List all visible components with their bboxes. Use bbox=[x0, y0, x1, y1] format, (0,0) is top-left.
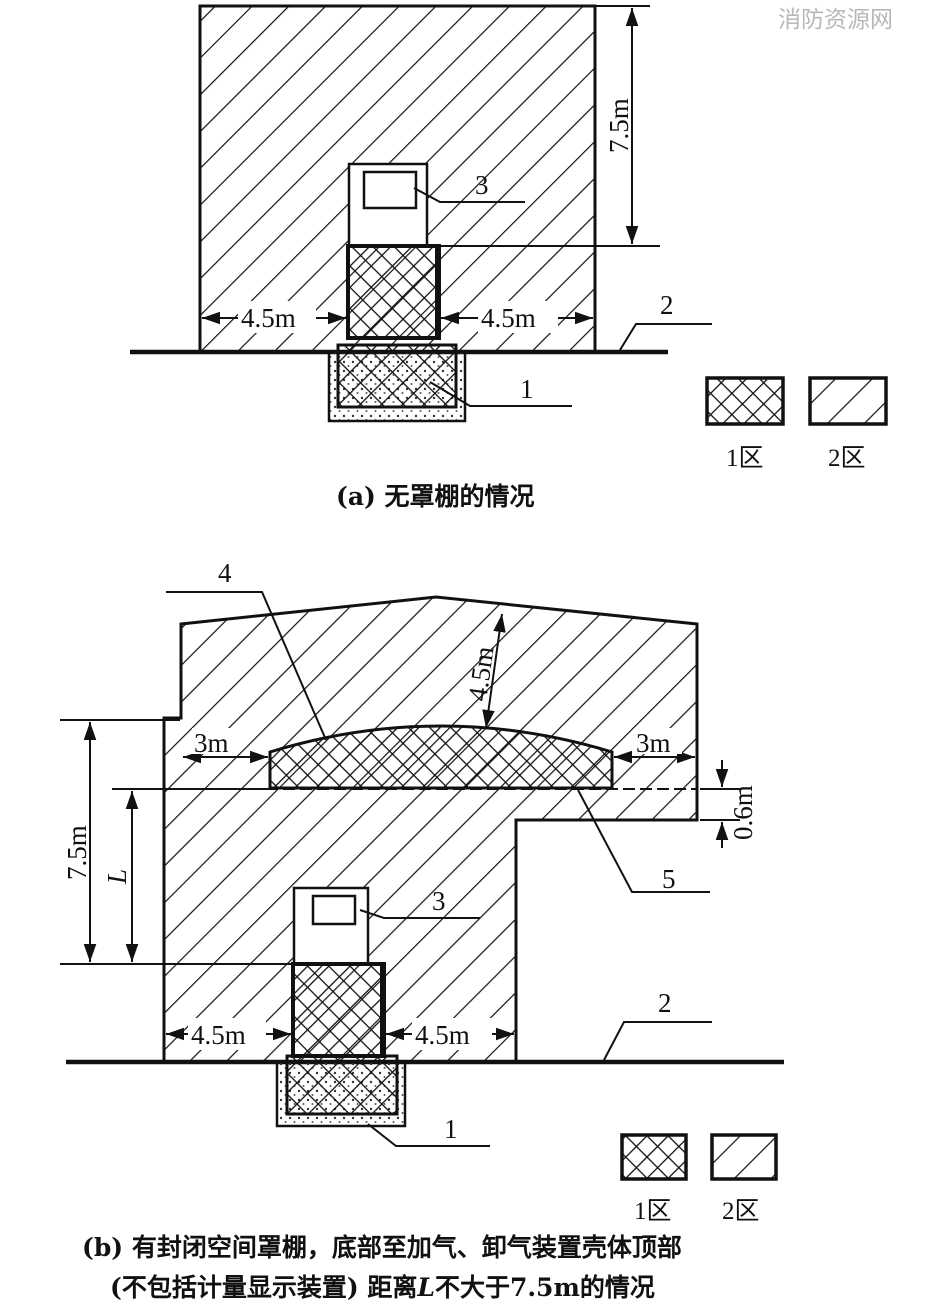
label-bg-left-a bbox=[238, 301, 316, 333]
zone1-pit-b bbox=[285, 1054, 399, 1116]
display-window-a bbox=[362, 170, 418, 210]
callout-2-b: 2 bbox=[658, 988, 672, 1018]
zone1-canopy-b bbox=[268, 724, 614, 790]
left-distance-label-a: 4.5m bbox=[241, 303, 296, 333]
leader-1-b bbox=[367, 1123, 490, 1147]
legend-a: 1区 2区 bbox=[705, 376, 888, 472]
legend-label-zone2-b: 2区 bbox=[722, 1198, 760, 1225]
legend-label-zone1-a: 1区 bbox=[726, 445, 764, 472]
leader-1-a bbox=[429, 381, 572, 407]
leader-3-b bbox=[359, 909, 480, 919]
leader-5-b bbox=[577, 789, 710, 893]
label-bg-right-b bbox=[412, 1018, 492, 1050]
callout-5-b: 5 bbox=[662, 864, 676, 894]
right-distance-label-a: 4.5m bbox=[481, 303, 536, 333]
legend-swatch-zone2-b bbox=[710, 1133, 778, 1181]
l-label-b: L bbox=[102, 869, 132, 885]
caption-b-line1: (b) 有封闭空间罩棚，底部至加气、卸气装置壳体顶部 bbox=[82, 1233, 682, 1262]
zone1-dispenser-b bbox=[291, 962, 386, 1058]
caption-a: (a) 无罩棚的情况 bbox=[336, 482, 535, 511]
legend-swatch-zone2-a bbox=[808, 376, 888, 426]
display-window-b bbox=[311, 894, 357, 926]
watermark: 消防资源网 bbox=[778, 7, 893, 33]
leader-2-a bbox=[619, 323, 712, 351]
left-distance-label-b: 4.5m bbox=[191, 1020, 246, 1050]
legend-swatch-zone1-a bbox=[705, 376, 785, 426]
legend-swatch-zone1-b bbox=[620, 1133, 688, 1181]
canopy-left-label-b: 3m bbox=[194, 728, 229, 758]
height-label-b: 7.5m bbox=[62, 825, 92, 880]
zone2-area-b bbox=[162, 595, 699, 1064]
leader-2-b bbox=[603, 1021, 712, 1061]
label-bg-right-a bbox=[478, 301, 558, 333]
legend-label-zone1-b: 1区 bbox=[634, 1198, 672, 1225]
figure-b: 4.5m 3m 3m 0.6m 7.5m L 4.5m 4.5m 4 5 bbox=[60, 558, 784, 1147]
zone1-dispenser-a bbox=[346, 244, 441, 340]
callout-3-a: 3 bbox=[475, 170, 489, 200]
gap-label-b: 0.6m bbox=[728, 785, 758, 840]
zone1-pit-a bbox=[336, 343, 458, 409]
label-bg-canopy-left-b bbox=[192, 728, 238, 754]
legend-b: 1区 2区 bbox=[620, 1133, 778, 1225]
canopy-right-label-b: 3m bbox=[636, 728, 671, 758]
label-bg-left-b bbox=[188, 1018, 266, 1050]
callout-1-a: 1 bbox=[520, 374, 534, 404]
caption-b-line2: (不包括计量显示装置) 距离L不大于7.5m的情况 bbox=[110, 1273, 655, 1302]
figure-a: 7.5m 4.5m 4.5m 3 2 1 bbox=[130, 4, 712, 423]
label-bg-canopy-right-b bbox=[634, 728, 682, 754]
leader-4-b bbox=[166, 591, 327, 741]
legend-label-zone2-a: 2区 bbox=[828, 445, 866, 472]
height-label-a: 7.5m bbox=[604, 98, 634, 153]
leader-3-a bbox=[413, 187, 525, 203]
dim-line-top-b bbox=[482, 613, 506, 729]
callout-3-b: 3 bbox=[432, 886, 446, 916]
callout-1-b: 1 bbox=[444, 1114, 458, 1144]
right-distance-label-b: 4.5m bbox=[415, 1020, 470, 1050]
callout-2-a: 2 bbox=[660, 290, 674, 320]
callout-4-b: 4 bbox=[218, 558, 232, 588]
